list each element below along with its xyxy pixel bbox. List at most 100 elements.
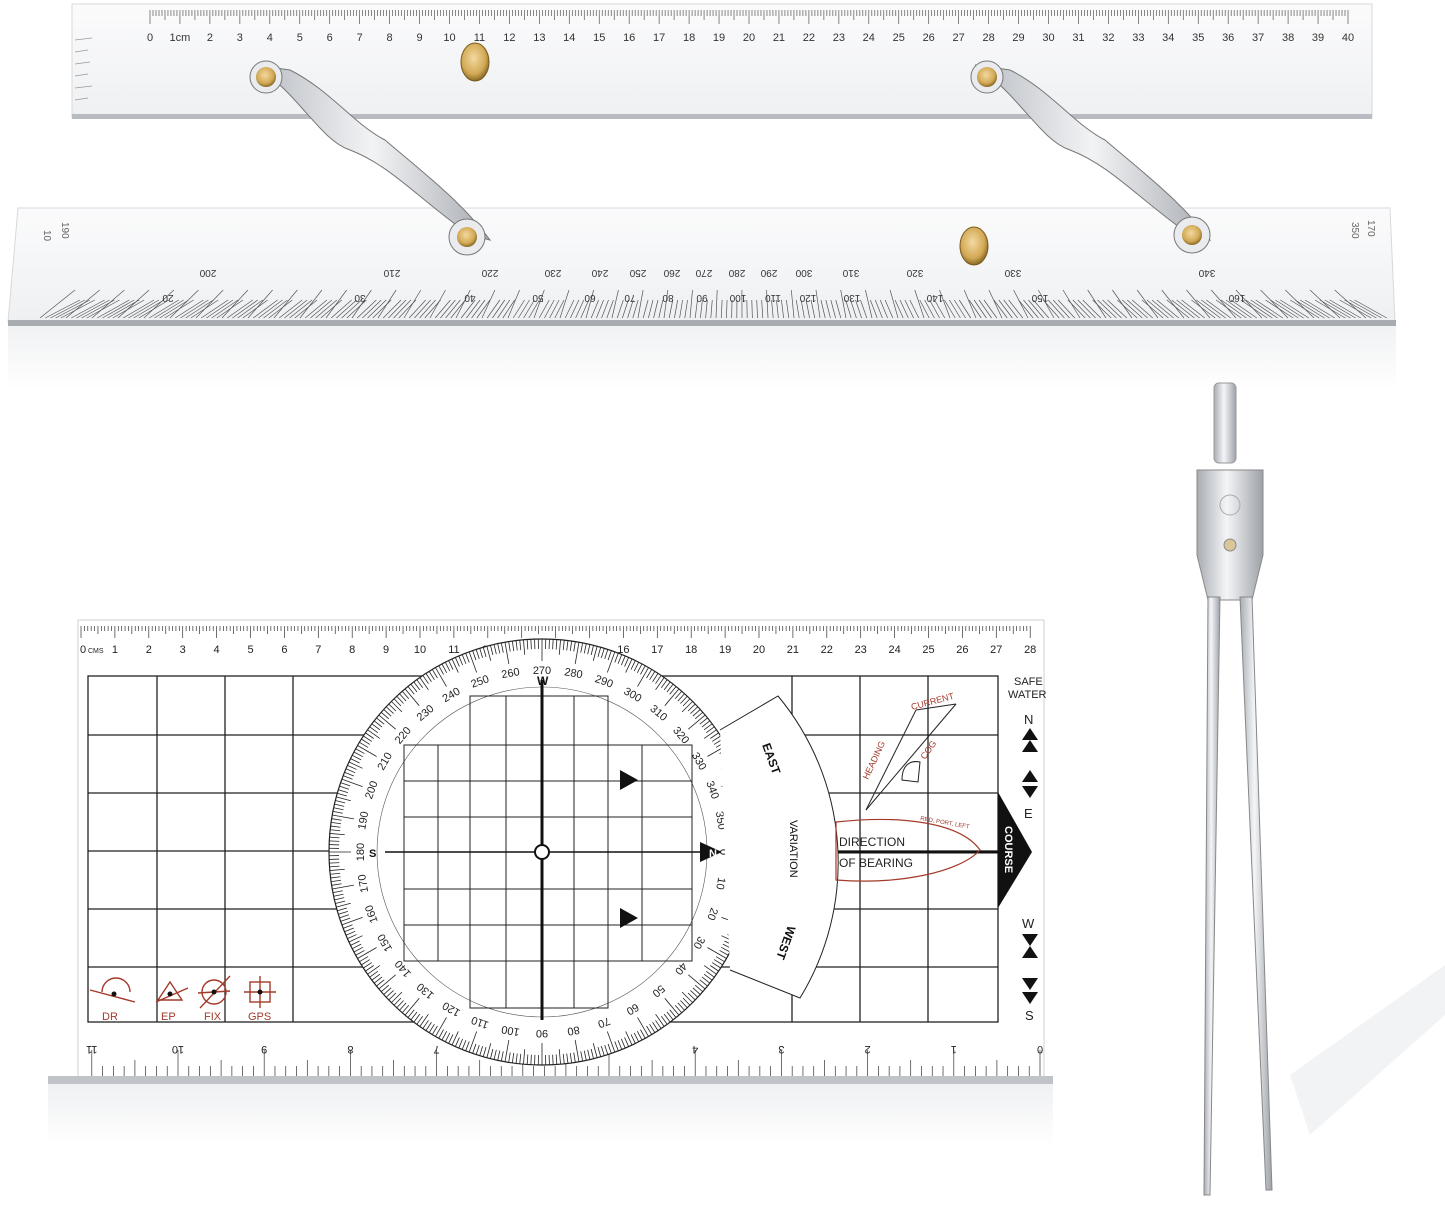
svg-text:0: 0 (80, 644, 86, 656)
svg-text:34: 34 (1162, 32, 1174, 44)
svg-text:12: 12 (503, 32, 515, 44)
divider-graphic (1140, 375, 1445, 1220)
svg-text:8: 8 (387, 32, 393, 44)
svg-text:290: 290 (760, 267, 777, 278)
svg-text:270: 270 (695, 267, 712, 278)
svg-text:24: 24 (888, 644, 900, 656)
svg-text:220: 220 (481, 267, 498, 278)
svg-text:27: 27 (990, 644, 1002, 656)
svg-text:E: E (1024, 806, 1033, 821)
svg-text:0: 0 (1037, 1043, 1043, 1055)
svg-text:19: 19 (719, 644, 731, 656)
svg-text:30: 30 (354, 292, 366, 303)
svg-text:28: 28 (982, 32, 994, 44)
svg-text:0: 0 (147, 32, 153, 44)
svg-text:190: 190 (59, 222, 70, 239)
divider-compass (1140, 375, 1445, 1220)
course-plotter-graphic: 1234567891011121314151617181920212223242… (40, 610, 1080, 1150)
svg-text:320: 320 (906, 267, 923, 278)
svg-text:19: 19 (713, 32, 725, 44)
svg-text:OF BEARING: OF BEARING (839, 856, 913, 870)
svg-text:10: 10 (443, 32, 455, 44)
svg-text:33: 33 (1132, 32, 1144, 44)
svg-text:14: 14 (563, 32, 575, 44)
svg-text:16: 16 (623, 32, 635, 44)
svg-text:280: 280 (728, 267, 745, 278)
svg-text:17: 17 (653, 32, 665, 44)
svg-text:160: 160 (1228, 292, 1245, 303)
svg-text:FIX: FIX (204, 1011, 222, 1023)
svg-text:25: 25 (893, 32, 905, 44)
svg-text:20: 20 (753, 644, 765, 656)
svg-text:9: 9 (416, 32, 422, 44)
svg-text:210: 210 (383, 267, 400, 278)
svg-text:40: 40 (464, 292, 476, 303)
svg-text:1: 1 (112, 644, 118, 656)
svg-text:10: 10 (414, 644, 426, 656)
svg-text:60: 60 (584, 292, 596, 303)
svg-text:27: 27 (953, 32, 965, 44)
svg-text:23: 23 (833, 32, 845, 44)
svg-text:300: 300 (795, 267, 812, 278)
svg-text:6: 6 (281, 644, 287, 656)
svg-text:330: 330 (1004, 267, 1021, 278)
svg-text:17: 17 (651, 644, 663, 656)
svg-text:1: 1 (951, 1043, 957, 1055)
svg-text:EP: EP (161, 1011, 176, 1023)
svg-text:90: 90 (696, 292, 708, 303)
svg-text:5: 5 (297, 32, 303, 44)
svg-text:DR: DR (102, 1011, 118, 1023)
svg-text:5: 5 (247, 644, 253, 656)
svg-text:COURSE: COURSE (1002, 826, 1014, 873)
svg-text:3: 3 (778, 1043, 784, 1055)
svg-text:N: N (1024, 712, 1033, 727)
svg-text:240: 240 (591, 267, 608, 278)
svg-text:340: 340 (1198, 267, 1215, 278)
svg-text:40: 40 (1342, 32, 1354, 44)
svg-text:11: 11 (448, 644, 459, 656)
svg-text:4: 4 (692, 1043, 698, 1055)
svg-text:20: 20 (743, 32, 755, 44)
svg-text:260: 260 (663, 267, 680, 278)
svg-text:250: 250 (629, 267, 646, 278)
svg-text:15: 15 (593, 32, 605, 44)
svg-text:200: 200 (199, 267, 216, 278)
svg-text:10: 10 (172, 1043, 184, 1055)
svg-text:7: 7 (315, 644, 321, 656)
svg-text:4: 4 (214, 644, 220, 656)
svg-text:2: 2 (207, 32, 213, 44)
svg-text:180: 180 (355, 843, 367, 861)
svg-text:350: 350 (1349, 222, 1360, 239)
svg-text:2: 2 (146, 644, 152, 656)
svg-text:26: 26 (923, 32, 935, 44)
svg-text:120: 120 (799, 292, 816, 303)
svg-text:DIRECTION: DIRECTION (839, 835, 905, 849)
svg-text:140: 140 (926, 292, 943, 303)
svg-text:100: 100 (729, 292, 746, 303)
svg-text:25: 25 (922, 644, 934, 656)
svg-text:230: 230 (544, 267, 561, 278)
svg-text:21: 21 (787, 644, 799, 656)
svg-text:11: 11 (474, 32, 485, 44)
svg-text:36: 36 (1222, 32, 1234, 44)
svg-text:39: 39 (1312, 32, 1324, 44)
svg-text:6: 6 (327, 32, 333, 44)
svg-text:4: 4 (267, 32, 273, 44)
svg-text:38: 38 (1282, 32, 1294, 44)
svg-text:30: 30 (1042, 32, 1054, 44)
svg-text:32: 32 (1102, 32, 1114, 44)
svg-text:26: 26 (956, 644, 968, 656)
svg-text:10: 10 (713, 876, 727, 890)
svg-text:SAFE: SAFE (1014, 676, 1043, 688)
svg-text:20: 20 (162, 292, 174, 303)
svg-text:110: 110 (765, 292, 781, 303)
svg-text:S: S (369, 848, 376, 860)
svg-text:8: 8 (347, 1043, 353, 1055)
svg-text:37: 37 (1252, 32, 1264, 44)
svg-text:21: 21 (773, 32, 785, 44)
svg-text:W: W (537, 674, 549, 688)
svg-text:GPS: GPS (248, 1011, 271, 1023)
svg-text:24: 24 (863, 32, 875, 44)
